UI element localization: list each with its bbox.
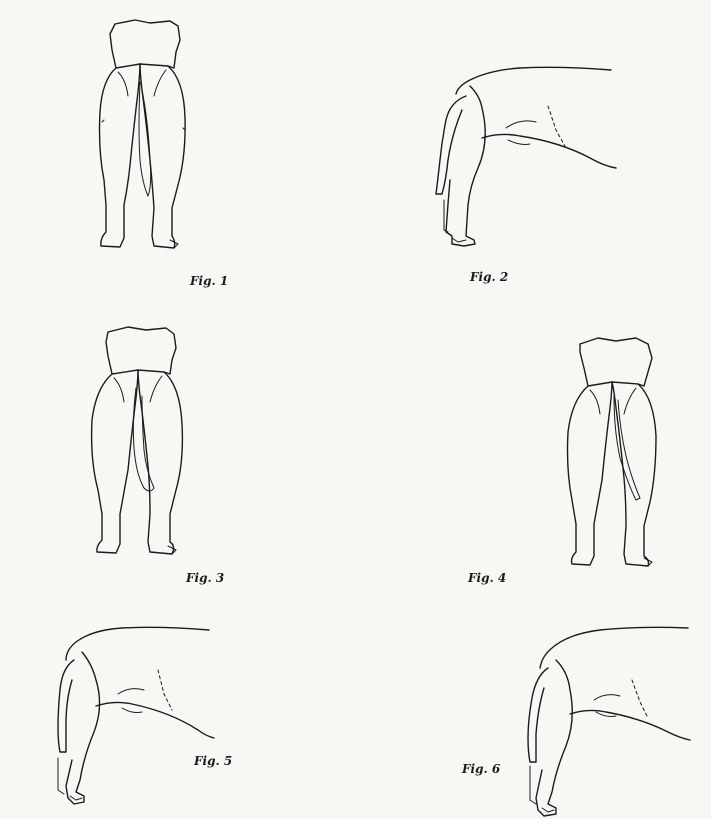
- fig2-drawing: [436, 67, 616, 246]
- fig1-caption: Fig. 1: [190, 274, 228, 288]
- fig6-drawing: [528, 627, 690, 816]
- fig4-caption: Fig. 4: [468, 571, 506, 585]
- fig1-drawing: [100, 20, 186, 248]
- fig5-drawing: [58, 627, 214, 804]
- fig3-drawing: [92, 327, 183, 554]
- fig5-caption: Fig. 5: [194, 754, 232, 768]
- fig4-drawing: [568, 338, 657, 566]
- fig2-caption: Fig. 2: [470, 270, 508, 284]
- fig3-caption: Fig. 3: [186, 571, 224, 585]
- fig6-caption: Fig. 6: [462, 762, 500, 776]
